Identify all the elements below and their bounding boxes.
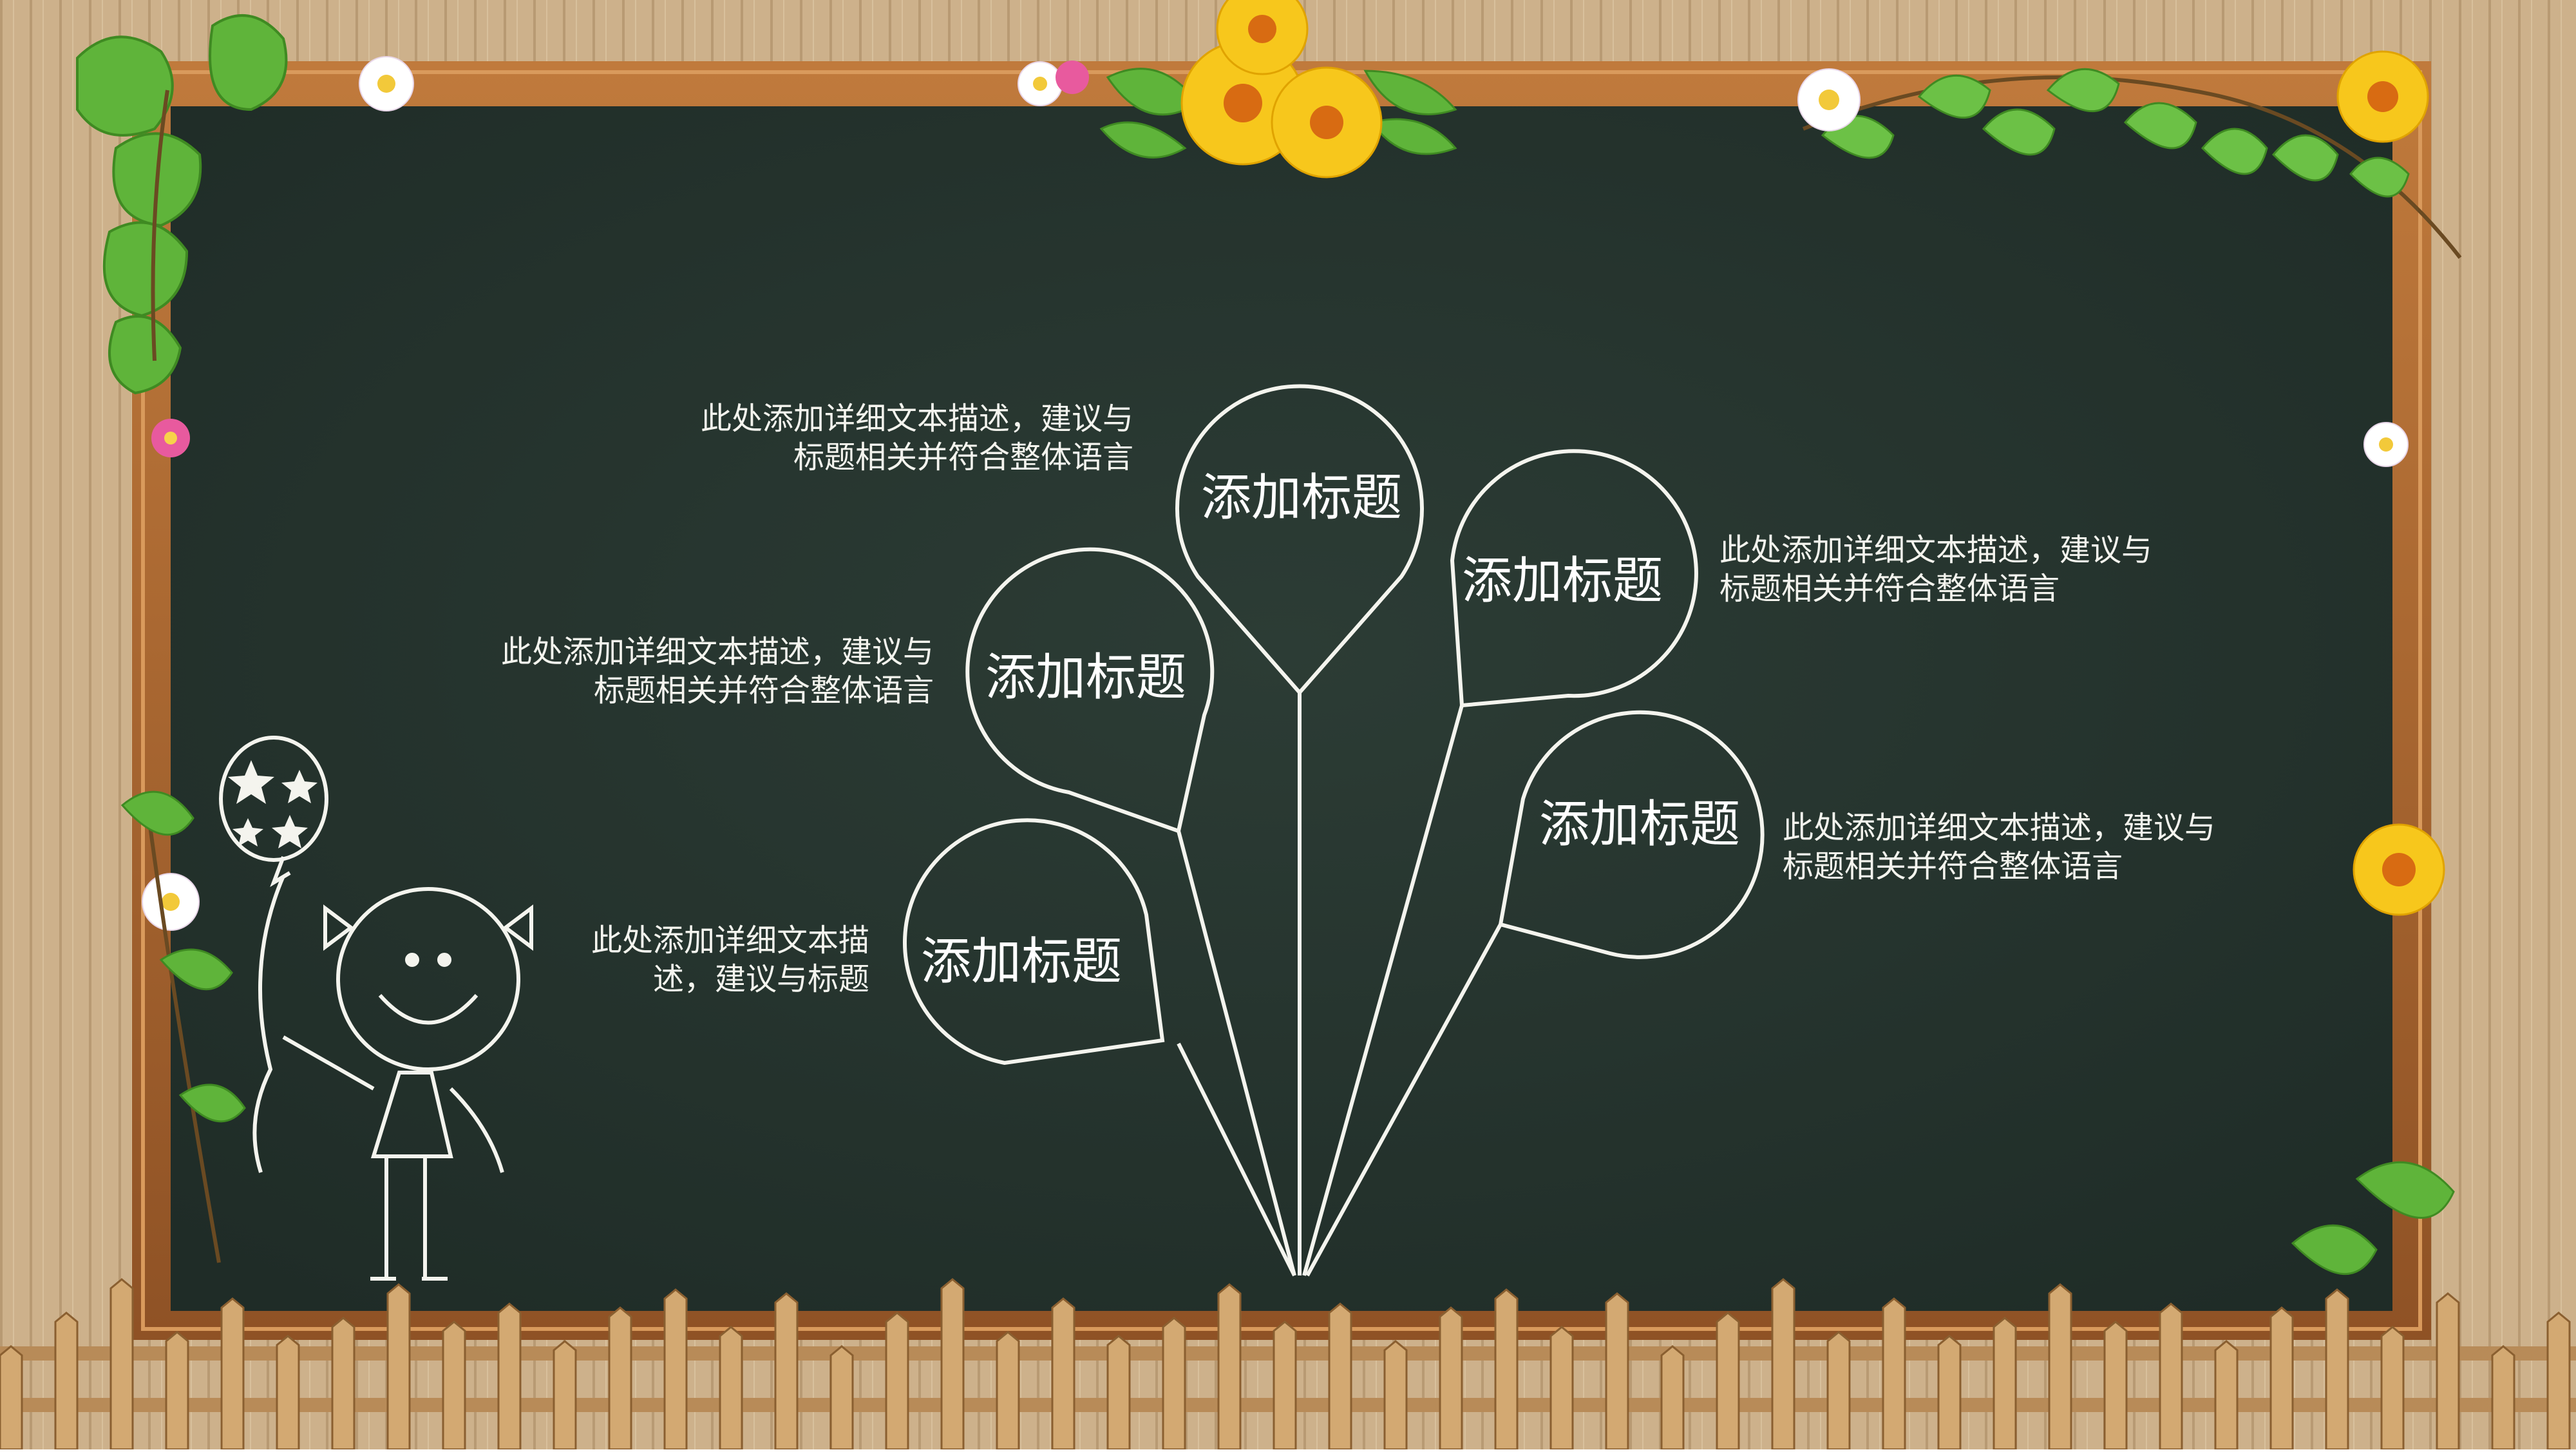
balloon-shape-4	[1498, 710, 1765, 959]
fence-picket	[1605, 1292, 1629, 1451]
fence-picket	[608, 1306, 632, 1451]
fence-picket	[774, 1292, 799, 1451]
fence-picket	[719, 1326, 743, 1451]
fence-picket	[1439, 1306, 1463, 1451]
description-line: 此处添加详细文本描述，建议与	[1719, 532, 2153, 568]
balloon-shape-3	[1450, 449, 1698, 708]
fence-picket	[1993, 1317, 2017, 1451]
fence-picket	[2380, 1326, 2405, 1451]
fence-picket	[220, 1297, 245, 1451]
fence-picket	[885, 1312, 909, 1451]
sunflower-right	[2353, 823, 2445, 916]
fence-picket	[1660, 1345, 1685, 1451]
fence-picket	[553, 1340, 577, 1451]
balloon-title-2: 添加标题	[985, 649, 1187, 707]
fence-picket	[1162, 1317, 1186, 1451]
description-line: 标题相关并符合整体语言	[1719, 571, 2060, 607]
fence-picket	[54, 1312, 79, 1451]
fence-picket	[1106, 1335, 1131, 1451]
fence-picket	[442, 1321, 466, 1451]
description-line: 此处添加详细文本描述，建议与	[500, 634, 934, 670]
fence-picket	[1826, 1331, 1851, 1451]
description-line: 此处添加详细文本描述，建议与	[1783, 810, 2216, 846]
balloon-title-5: 添加标题	[921, 933, 1122, 991]
fence-picket	[1882, 1297, 1906, 1451]
balloon-strings	[1177, 693, 1502, 1277]
ivy-bottom-right	[2291, 1161, 2455, 1275]
fence-picket	[1716, 1312, 1740, 1451]
description-line: 此处添加详细文本描述，建议与	[700, 401, 1133, 437]
fence-picket	[1494, 1288, 1519, 1451]
description-line: 标题相关并符合整体语言	[793, 439, 1133, 475]
fence-picket	[940, 1278, 965, 1451]
fence-picket	[165, 1331, 189, 1451]
balloon-shape-1	[1175, 384, 1424, 696]
balloon-description-1: 此处添加详细文本描述，建议与 标题相关并符合整体语言	[701, 399, 1133, 477]
fence-picket	[2048, 1283, 2072, 1451]
fence-picket	[829, 1345, 854, 1451]
description-line: 标题相关并符合整体语言	[593, 673, 934, 709]
fence-picket	[1273, 1321, 1297, 1451]
fence-picket	[276, 1335, 300, 1451]
fence-picket	[1383, 1340, 1408, 1451]
fence-picket	[2269, 1306, 2294, 1451]
description-line: 标题相关并符合整体语言	[1783, 848, 2123, 884]
sunflower-top-center	[1099, 0, 1457, 178]
balloon-title-1: 添加标题	[1201, 469, 1403, 527]
sunflower-top-right	[2336, 50, 2429, 143]
fence-picket	[2436, 1292, 2460, 1451]
fence-picket	[1549, 1326, 1574, 1451]
chalkboard	[171, 106, 2392, 1311]
fence-picket	[331, 1317, 355, 1451]
balloon-description-5: 此处添加详细文本描 述，建议与标题	[591, 921, 869, 998]
ivy-top-left	[76, 14, 288, 395]
balloon-description-4: 此处添加详细文本描述，建议与 标题相关并符合整体语言	[1783, 808, 2215, 886]
balloon-shape-2	[965, 547, 1215, 834]
fence-picket	[2214, 1340, 2239, 1451]
fence-picket	[2491, 1345, 2515, 1451]
fence-picket	[1937, 1335, 1962, 1451]
fence-picket	[2546, 1312, 2571, 1451]
balloon-title-3: 添加标题	[1462, 552, 1663, 610]
fence-picket	[0, 1345, 23, 1451]
fence-picket	[2103, 1321, 2128, 1451]
fence-picket	[996, 1331, 1020, 1451]
fence-picket	[497, 1303, 522, 1451]
fence-picket	[109, 1278, 134, 1451]
description-line: 此处添加详细文本描	[591, 922, 869, 959]
balloon-description-3: 此处添加详细文本描述，建议与 标题相关并符合整体语言	[1719, 531, 2152, 608]
description-line: 述，建议与标题	[652, 961, 869, 997]
fence-picket	[2159, 1303, 2183, 1451]
fence-picket	[1771, 1278, 1795, 1451]
fence-picket	[1217, 1283, 1242, 1451]
fence-picket	[1328, 1303, 1352, 1451]
fence-picket	[2325, 1288, 2349, 1451]
balloon-shape-5	[903, 818, 1165, 1065]
fence-picket	[386, 1283, 411, 1451]
fence-picket	[1051, 1297, 1075, 1451]
balloon-description-2: 此处添加详细文本描述，建议与 标题相关并符合整体语言	[501, 633, 934, 710]
child-with-star-balloon-icon	[219, 736, 533, 1281]
balloon-title-4: 添加标题	[1539, 796, 1741, 854]
fence-picket	[663, 1288, 688, 1451]
